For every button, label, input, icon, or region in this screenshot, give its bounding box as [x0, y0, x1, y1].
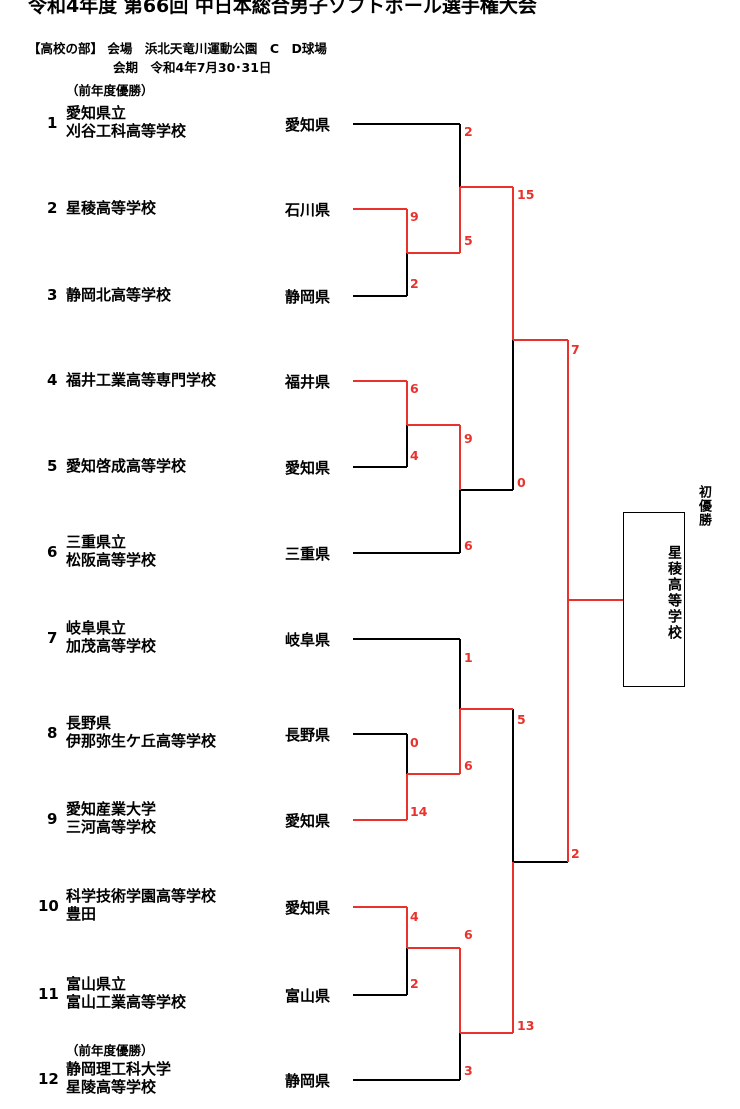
score: 7 — [571, 342, 580, 357]
team-prefecture: 愛知県 — [285, 116, 331, 134]
score: 4 — [410, 909, 419, 924]
team-number: 10 — [38, 897, 59, 915]
team-number: 12 — [38, 1070, 59, 1088]
team-prefecture: 静岡県 — [285, 1072, 331, 1090]
team-prefecture: 福井県 — [285, 373, 331, 391]
team-prefecture: 石川県 — [285, 201, 331, 219]
score: 6 — [464, 927, 473, 942]
champion-label: 初優勝 — [696, 485, 711, 527]
score: 1 — [464, 650, 473, 665]
score: 14 — [410, 804, 428, 819]
bracket-lines-black — [353, 123, 568, 1081]
team-school-name: 愛知産業大学 三河高等学校 — [66, 800, 157, 836]
score: 0 — [410, 735, 419, 750]
team-prefecture: 静岡県 — [285, 288, 331, 306]
score: 4 — [410, 448, 419, 463]
team-school-name: 岐阜県立 加茂高等学校 — [66, 619, 157, 655]
section-venue: 【高校の部】 会場 浜北天竜川運動公園 C D球場 — [28, 41, 327, 56]
score: 5 — [464, 233, 473, 248]
event-dates: 会期 令和4年7月30･31日 — [113, 60, 272, 75]
score: 5 — [517, 712, 526, 727]
score: 6 — [410, 381, 419, 396]
score: 2 — [464, 124, 473, 139]
team-number: 11 — [38, 985, 59, 1003]
score: 15 — [517, 187, 535, 202]
team-prefecture: 長野県 — [285, 726, 331, 744]
score: 13 — [517, 1018, 535, 1033]
team-prefecture: 三重県 — [285, 545, 331, 563]
score: 9 — [464, 431, 473, 446]
score: 9 — [410, 209, 419, 224]
champion-name: 星稜高等学校 — [666, 545, 682, 641]
team-12-note: （前年度優勝） — [66, 1043, 154, 1058]
team-school-name: 長野県 伊那弥生ケ丘高等学校 — [66, 714, 217, 750]
page-title: 令和4年度 第66回 中日本総合男子ソフトボール選手権大会 — [28, 0, 537, 17]
team-number: 4 — [47, 371, 58, 389]
team-prefecture: 愛知県 — [285, 812, 331, 830]
team-number: 9 — [47, 810, 58, 828]
score: 3 — [464, 1063, 473, 1078]
score: 2 — [410, 976, 419, 991]
team-school-name: 愛知啓成高等学校 — [66, 457, 187, 475]
team-school-name: 静岡北高等学校 — [66, 286, 172, 304]
team-school-name: 静岡理工科大学 星陵高等学校 — [66, 1060, 172, 1096]
score: 2 — [410, 276, 419, 291]
team-prefecture: 愛知県 — [285, 899, 331, 917]
team-number: 5 — [47, 457, 58, 475]
team-school-name: 星稜高等学校 — [66, 199, 157, 217]
team-school-name: 科学技術学園高等学校 豊田 — [66, 887, 217, 923]
team-number: 8 — [47, 724, 58, 742]
team-prefecture: 岐阜県 — [285, 631, 331, 649]
team-school-name: 三重県立 松阪高等学校 — [66, 533, 157, 569]
bracket-lines-red — [353, 186, 623, 1034]
score: 6 — [464, 758, 473, 773]
champion-box: 星稜高等学校 — [623, 512, 685, 687]
score: 0 — [517, 475, 526, 490]
score: 2 — [571, 846, 580, 861]
team-1-note: （前年度優勝） — [66, 83, 154, 98]
team-school-name: 愛知県立 刈谷工科高等学校 — [66, 104, 187, 140]
team-number: 2 — [47, 199, 58, 217]
team-number: 6 — [47, 543, 58, 561]
team-prefecture: 富山県 — [285, 987, 331, 1005]
team-prefecture: 愛知県 — [285, 459, 331, 477]
team-school-name: 福井工業高等専門学校 — [66, 371, 217, 389]
score: 6 — [464, 538, 473, 553]
team-number: 1 — [47, 114, 58, 132]
team-school-name: 富山県立 富山工業高等学校 — [66, 975, 187, 1011]
team-number: 3 — [47, 286, 58, 304]
team-number: 7 — [47, 629, 58, 647]
